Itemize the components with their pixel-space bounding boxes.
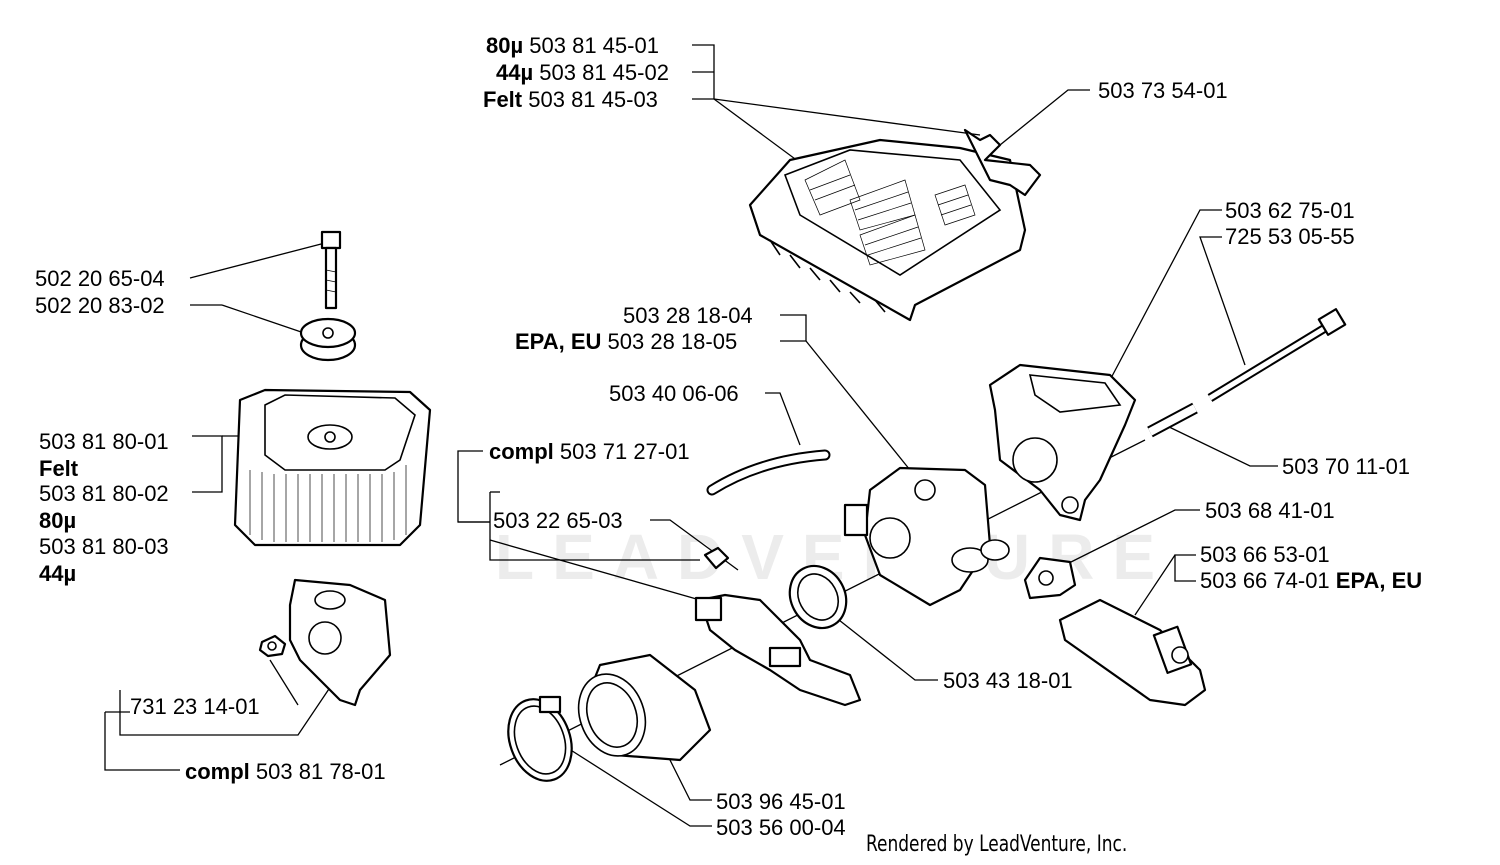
label-filter-felt: Felt 503 81 45-03 [483,87,658,112]
label-intake-compl: compl 503 71 27-01 [489,439,690,464]
label-filter-80: 80µ 503 81 45-01 [486,33,659,58]
intake-manifold-part [694,593,862,707]
label-air-filter-80: 80µ [39,508,77,533]
label-boot: 503 96 45-01 [716,789,846,814]
intake-bracket-part [988,363,1137,522]
label-carb-1: 503 28 18-04 [623,303,753,328]
label-cover: 503 73 54-01 [1098,78,1228,103]
filter-holder-part [258,578,392,707]
label-hose: 503 40 06-06 [609,381,739,406]
label-holder-compl: compl 503 81 78-01 [185,759,386,784]
label-air-filter-44: 44µ [39,561,77,586]
label-knob: 502 20 83-02 [35,293,165,318]
label-nut: 731 23 14-01 [130,694,260,719]
label-clip: 503 22 65-03 [493,508,623,533]
lever-part [1058,598,1207,707]
label-air-filter-1: 503 81 80-01 [39,429,169,454]
fuel-hose-part [706,449,831,496]
label-bracket-2: 725 53 05-55 [1225,224,1355,249]
label-lever-epa: 503 66 74-01 EPA, EU [1200,568,1423,593]
label-bracket-1: 503 62 75-01 [1225,198,1355,223]
long-bolt-part [1207,308,1347,402]
label-air-filter-felt: Felt [39,456,79,481]
label-lever-1: 503 66 53-01 [1200,542,1330,567]
air-filter-part [233,388,432,547]
clip-part [703,546,730,570]
label-choke: 503 68 41-01 [1205,498,1335,523]
hose-clamp-part [507,695,573,782]
choke-part [1023,556,1077,600]
label-filter-44: 44µ 503 81 45-02 [496,60,669,85]
label-bolt: 502 20 65-04 [35,266,165,291]
label-air-filter-3: 503 81 80-03 [39,534,169,559]
label-clamp: 503 56 00-04 [716,815,846,840]
filter-cover-part [748,128,1042,322]
rubber-boot-part [577,653,712,762]
sleeve-part [1147,402,1198,438]
label-gasket: 503 43 18-01 [943,668,1073,693]
label-carb-epa: EPA, EU 503 28 18-05 [515,329,738,354]
carburetor-part [843,466,1010,607]
knob-part [299,317,357,362]
label-air-filter-2: 503 81 80-02 [39,481,169,506]
bolt-part [320,230,342,310]
gasket-ring-part [788,564,848,630]
label-sleeve: 503 70 11-01 [1282,454,1411,479]
footer-credit: Rendered by LeadVenture, Inc. [866,832,1128,857]
